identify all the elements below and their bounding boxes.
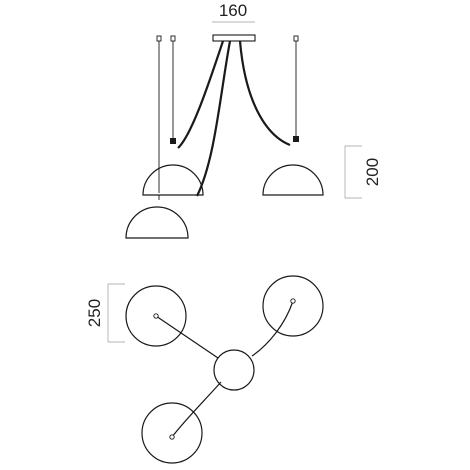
canopy-width-label: 160 [219,1,247,20]
ceiling-hook-left-1 [156,35,162,42]
plan-canopy [213,349,255,391]
power-cord-right [238,40,291,147]
shade-lower [125,206,189,239]
plan-shade-right [262,275,324,337]
socket-right [293,136,299,142]
front-view: 160 200 [125,1,382,239]
plan-cord-right [251,300,294,357]
drop-height-label: 200 [363,158,382,186]
ceiling-hook-right [293,35,299,42]
shade-right [262,164,324,196]
plan-pivot-upper-left [153,313,159,319]
shade-diameter-label: 250 [85,299,104,327]
plan-shade-upper-left [125,285,187,347]
ceiling-hook-left-2 [170,35,176,42]
plan-pivot-right [290,298,296,304]
plan-cord-lower [171,381,222,438]
shade-upper-left [142,164,204,196]
ceiling-canopy [212,34,256,42]
power-cord-left [177,40,225,149]
power-cord-middle [196,40,232,197]
socket-upper-left [170,138,176,144]
plan-shade-lower [141,402,203,464]
plan-cord-upper-left [155,315,219,359]
plan-pivot-lower [169,434,175,440]
top-view: 250 [85,275,324,464]
